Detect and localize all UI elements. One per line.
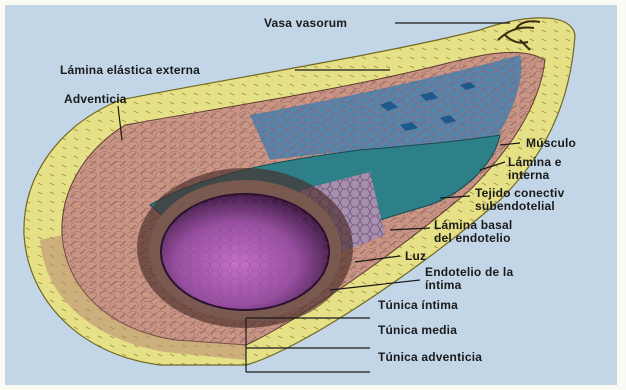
label-adventicia: Adventicia [64, 93, 127, 106]
label-tejido-subendotelial: Tejido conectiv subendotelial [475, 187, 564, 213]
label-tunica-adventicia: Túnica adventicia [378, 351, 482, 364]
label-lamina-interna: Lámina e interna [508, 156, 562, 182]
label-lamina-basal: Lámina basal del endotelio [434, 219, 512, 245]
label-tunica-intima: Túnica íntima [378, 299, 458, 312]
label-lamina-elastica-externa: Lámina elástica externa [60, 64, 200, 77]
label-luz: Luz [405, 250, 426, 263]
label-endotelio: Endotelio de la íntima [425, 266, 513, 292]
label-musculo: Músculo [526, 137, 576, 150]
label-tunica-media: Túnica media [378, 324, 457, 337]
label-vasa-vasorum: Vasa vasorum [264, 17, 347, 30]
